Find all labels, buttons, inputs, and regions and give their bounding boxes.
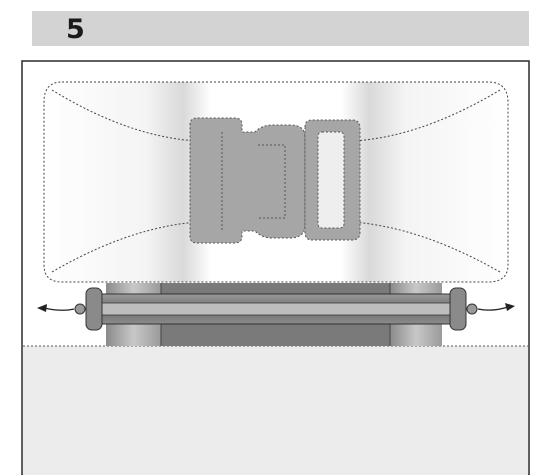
seat-area xyxy=(23,346,528,475)
rod-bar xyxy=(74,287,478,331)
step-header: 5 xyxy=(32,11,529,46)
arrow-right-icon xyxy=(477,303,515,311)
arrow-left-icon xyxy=(37,304,75,312)
buckle-icon xyxy=(189,117,361,244)
step-number: 5 xyxy=(66,14,85,45)
